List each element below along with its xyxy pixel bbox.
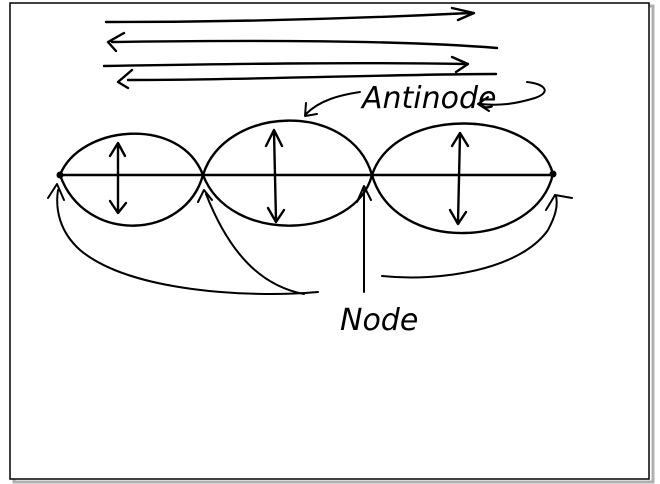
antinode-pointer-right — [477, 81, 546, 112]
page-border — [9, 2, 650, 480]
oscillation-arrow-3 — [448, 131, 470, 226]
node-pointer-middle-left — [197, 189, 305, 295]
rightward-wave-arrow — [104, 6, 476, 24]
antinode-label: Antinode — [360, 81, 497, 116]
oscillation-arrow-2 — [264, 128, 286, 224]
node-pointer-right-end — [381, 194, 573, 279]
wave-loop-lower — [58, 172, 555, 235]
antinode-pointer-left — [304, 91, 361, 117]
node-label: Node — [340, 303, 418, 338]
node-pointer-middle-right — [356, 185, 372, 293]
leftward-wave-arrow-2 — [116, 68, 498, 90]
oscillation-arrow-1 — [108, 141, 128, 215]
wave-loop-upper — [58, 119, 555, 177]
rightward-wave-arrow-2 — [102, 55, 470, 74]
leftward-wave-arrow — [106, 31, 499, 53]
node-pointer-left-end — [47, 183, 319, 295]
